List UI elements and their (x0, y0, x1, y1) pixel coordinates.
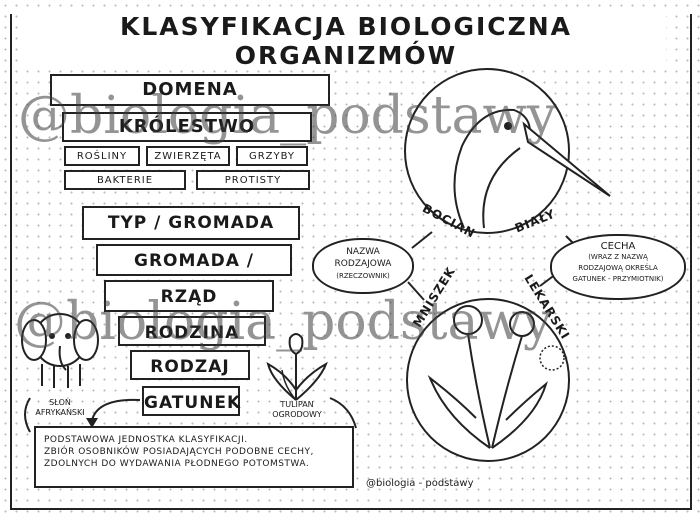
genus-name-bubble: NAZWA RODZAJOWA (RZECZOWNIK) (312, 238, 414, 294)
rank-typ: TYP / GROMADA (82, 206, 300, 240)
stork-head-drawing (453, 108, 611, 229)
kingdom-grzyby: GRZYBY (236, 146, 308, 166)
trait-bubble: CECHA (WRAZ Z NAZWĄ RODZAJOWĄ OKREŚLA GA… (550, 234, 686, 300)
definition-line: ZDOLNYCH DO WYDAWANIA PŁODNEGO POTOMSTWA… (44, 459, 310, 469)
page-title: KLASYFIKACJA BIOLOGICZNA ORGANIZMÓW (26, 12, 666, 70)
kingdom-rosliny: ROŚLINY (64, 146, 140, 166)
page-frame (10, 14, 692, 510)
rank-klasa: GROMADA / KLASA (96, 244, 292, 301)
species-definition: PODSTAWOWA JEDNOSTKA KLASYFIKACJI. ZBIÓR… (34, 426, 354, 488)
rank-krolestwo: KRÓLESTWO (62, 112, 312, 142)
tulip-drawing (266, 333, 328, 401)
kingdom-bakterie: BAKTERIE (64, 170, 186, 190)
rank-gatunek: GATUNEK (142, 386, 240, 416)
kingdom-protisty: PROTISTY (196, 170, 310, 190)
definition-line: ZBIÓR OSOBNIKÓW POSIADAJĄCYCH PODOBNE CE… (44, 447, 314, 457)
elephant-drawing (21, 313, 99, 388)
elephant-caption: SŁOŃ AFRYKAŃSKI (35, 398, 85, 417)
rank-rzad: RZĄD (104, 280, 274, 312)
kingdom-zwierzeta: ZWIERZĘTA (146, 146, 230, 166)
rank-domena: DOMENA (50, 74, 330, 106)
rank-rodzina: RODZINA (118, 316, 266, 346)
author-footer: @biologia - podstawy (366, 478, 474, 489)
rank-rodzaj: RODZAJ (130, 350, 250, 380)
definition-line: PODSTAWOWA JEDNOSTKA KLASYFIKACJI. (44, 435, 248, 445)
tulip-caption: TULIPAN OGRODOWY (272, 400, 322, 419)
dandelion-drawing (427, 305, 565, 449)
